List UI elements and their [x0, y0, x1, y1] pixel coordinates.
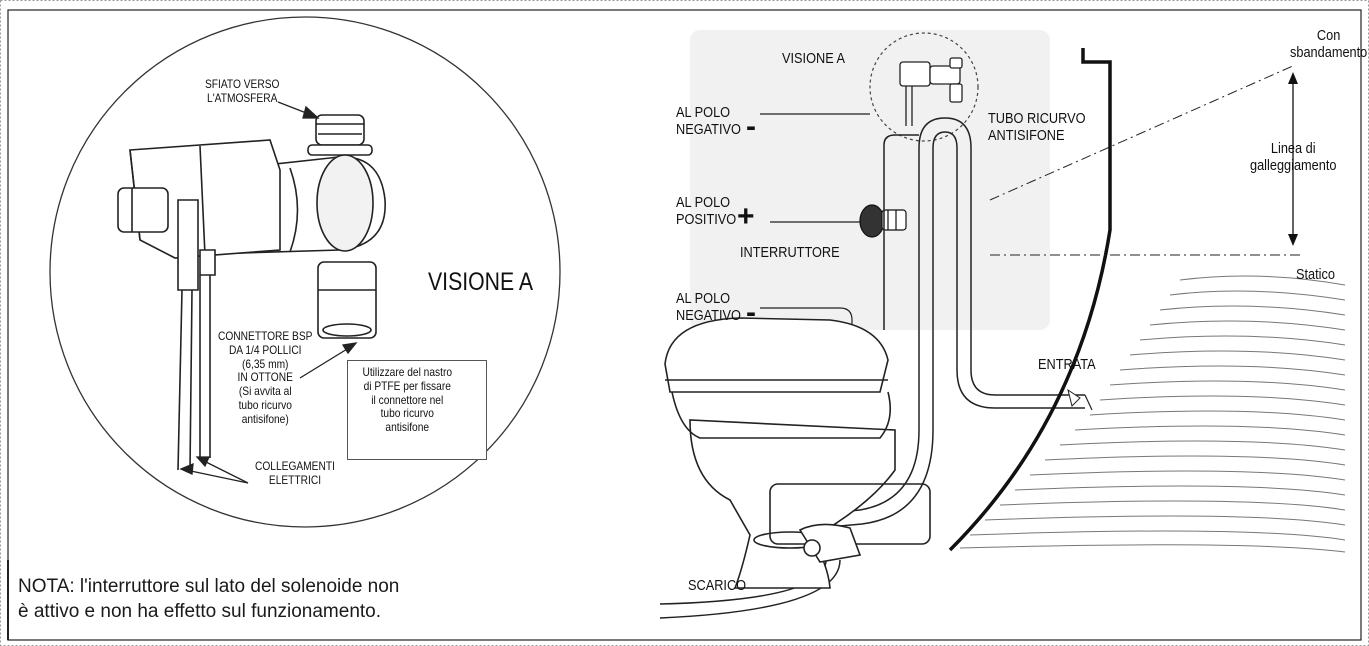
connector-line-4: IN OTTONE [237, 370, 293, 385]
electrical-line-1: COLLEGAMENTI [255, 459, 335, 473]
background-shading [690, 30, 1050, 330]
leader-lines [760, 113, 870, 380]
ptfe-line-4: tubo ricurvo [380, 406, 434, 421]
solenoid-valve-drawing [117, 114, 386, 471]
neg-bottom-line-2: NEGATIVO [676, 307, 741, 325]
note-line-1: NOTA: l'interruttore sul lato del soleno… [18, 576, 400, 597]
outlet-fitting [317, 261, 377, 339]
discharge-label: SCARICO [688, 577, 747, 594]
note-line-2: è attivo e non ha effetto sul funzioname… [18, 600, 382, 622]
pos-line-2: POSITIVO [676, 211, 737, 229]
heel-line-1: Con [1316, 27, 1341, 44]
left-pointers [179, 101, 358, 484]
mini-solenoid [899, 57, 963, 126]
switch-label: INTERRUTTORE [740, 244, 840, 261]
bracket [177, 199, 199, 291]
ptfe-line-1: Utilizzare del nastro [362, 365, 453, 379]
siphon-line-1: TUBO RICURVO [988, 110, 1086, 127]
connector-line-2: DA 1/4 POLLICI [228, 342, 302, 357]
view-a-label: VISIONE A [782, 50, 846, 67]
heel-waterline [989, 64, 1296, 201]
neg-top-line-2: NEGATIVO [676, 121, 741, 139]
vent-label-line-1: SFIATO VERSO [205, 77, 280, 91]
connector-label: CONNETTORE BSP DA 1/4 POLLICI (6,35 mm) … [218, 329, 313, 427]
negative-pole-bottom: AL POLO NEGATIVO [676, 290, 741, 325]
electrical-line-2: ELETTRICI [268, 472, 322, 487]
ptfe-line-2: di PTFE per fissare [363, 378, 451, 393]
view-a-small-circle [869, 32, 979, 142]
heel-label: Con sbandamento [1290, 27, 1367, 62]
neg-bottom-line-1: AL POLO [676, 290, 731, 307]
waterline-line-2: galleggiamento [1250, 157, 1337, 175]
toilet-bowl [689, 419, 896, 589]
solenoid-note: NOTA: l'interruttore sul lato del soleno… [18, 575, 399, 624]
pos-line-1: AL POLO [676, 194, 731, 211]
inlet-label: ENTRATA [1038, 356, 1096, 373]
ptfe-line-3: il connettore nel [371, 392, 444, 407]
wire-2 [189, 289, 193, 471]
siphon-label: TUBO RICURVO ANTISIFONE [988, 110, 1086, 145]
connector-line-5: (Si avvita al [238, 384, 292, 399]
water-hatch [959, 275, 1346, 553]
static-label: Statico [1296, 266, 1335, 283]
ptfe-note: Utilizzare del nastro di PTFE per fissar… [352, 365, 463, 435]
connector-line-3: (6,35 mm) [241, 356, 289, 371]
toilet-lid [664, 317, 889, 393]
minus-sign-bottom: - [746, 296, 756, 329]
plus-sign: + [737, 200, 755, 233]
siphon-line-2: ANTISIFONE [988, 127, 1065, 145]
view-a-circle [49, 16, 561, 528]
view-a-title: VISIONE A [428, 268, 534, 296]
minus-sign-top: - [746, 110, 756, 143]
electrical-label: COLLEGAMENTI ELETTRICI [255, 459, 335, 488]
ptfe-line-5: antisifone [385, 420, 430, 435]
negative-pole-top: AL POLO NEGATIVO [676, 104, 741, 139]
connector-line-7: antisifone) [241, 411, 289, 426]
toilet-drawing [664, 317, 931, 589]
side-knob [117, 187, 169, 233]
hull-drawing [948, 48, 1346, 553]
neg-top-line-1: AL POLO [676, 104, 731, 121]
positive-pole: AL POLO POSITIVO [676, 194, 736, 229]
wire-1 [177, 289, 183, 471]
hull-line [948, 48, 1112, 552]
vent-label: SFIATO VERSO L'ATMOSFERA [205, 77, 280, 106]
connector-line-1: CONNETTORE BSP [218, 329, 313, 343]
vent-label-line-2: L'ATMOSFERA [207, 90, 278, 105]
ptfe-note-box: Utilizzare del nastro di PTFE per fissar… [347, 360, 487, 460]
vent-cap [315, 114, 365, 146]
inner-frame [7, 9, 1362, 641]
switch-drawing [859, 204, 907, 238]
waterline-line-1: Linea di [1270, 140, 1316, 157]
heel-line-2: sbandamento [1290, 44, 1368, 62]
connector-line-6: tubo ricurvo [238, 397, 292, 412]
waterline-label: Linea di galleggiamento [1250, 140, 1336, 175]
